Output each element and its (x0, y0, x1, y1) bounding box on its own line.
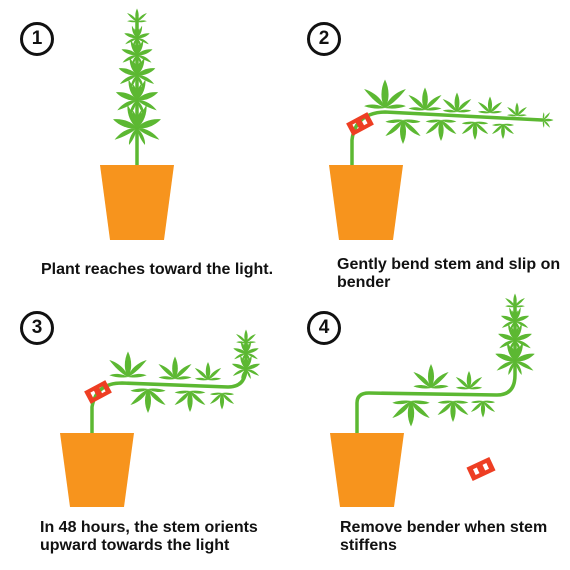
step-3-panel: 3 In 48 hours, the stem orients upward t… (0, 285, 285, 570)
step-number-badge: 1 (20, 22, 54, 56)
flower-pot (330, 433, 404, 507)
curving-stem (90, 338, 248, 435)
flower-pot (100, 165, 174, 240)
step-3-illustration (60, 329, 264, 507)
flower-pot (329, 165, 403, 240)
step-caption: In 48 hours, the stem orients upward tow… (40, 519, 258, 554)
step-1-illustration (100, 8, 174, 240)
leaf-icon (109, 329, 264, 413)
step-caption: Remove bender when stem stiffens (340, 519, 548, 554)
upturned-stem (355, 301, 517, 435)
leaf-icon (392, 293, 541, 427)
step-2-panel: 2 Gently bend stem and slip on bender (285, 0, 570, 291)
step-number-badge: 3 (20, 311, 54, 345)
step-caption: Gently bend stem and slip on bender (337, 256, 561, 291)
step-1-panel: 1 Plant reaches toward the light. (0, 0, 285, 285)
step-caption: Plant reaches toward the light. (41, 261, 274, 278)
step-4-illustration (330, 293, 541, 507)
step-number-badge: 2 (307, 22, 341, 56)
flower-pot (60, 433, 134, 507)
step-number-badge: 4 (307, 311, 341, 345)
removed-bender-icon (466, 457, 496, 481)
step-4-panel: 4 Remove bender when stem stiffens (285, 285, 570, 570)
step-2-illustration (329, 79, 554, 240)
